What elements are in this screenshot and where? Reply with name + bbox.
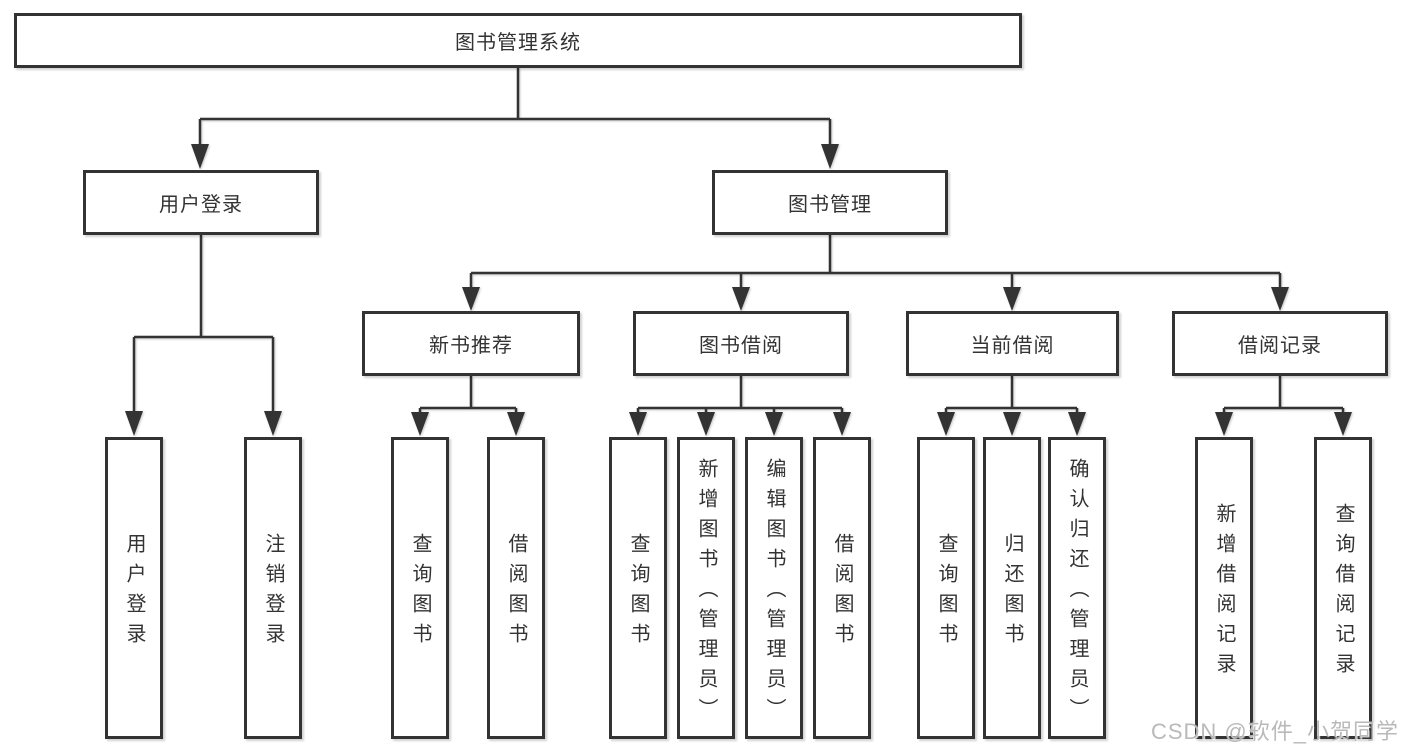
leaf-borrowing-borrow-book: 借阅图书 xyxy=(813,437,871,739)
leaf-label: 查询图书 xyxy=(935,533,957,653)
node-label: 用户登录 xyxy=(159,194,243,216)
leaf-current-confirm-return-admin: 确认归还（管理员） xyxy=(1048,437,1106,739)
leaf-newbook-borrow-book: 借阅图书 xyxy=(487,437,545,739)
node-label: 图书管理系统 xyxy=(455,32,581,54)
node-book-management: 图书管理 xyxy=(712,170,948,235)
leaf-borrowing-edit-book-admin: 编辑图书（管理员） xyxy=(745,437,803,739)
node-label: 借阅记录 xyxy=(1238,335,1322,357)
node-label: 当前借阅 xyxy=(970,335,1055,357)
leaf-user-login: 用户登录 xyxy=(105,437,163,739)
leaf-label: 归还图书 xyxy=(1001,533,1023,653)
connector-book-management-to-level3 xyxy=(462,235,1289,311)
leaf-logout-login: 注销登录 xyxy=(244,437,302,739)
connector-root-to-level2 xyxy=(191,68,839,169)
leaf-label: 确认归还（管理员） xyxy=(1066,458,1088,728)
node-new-book-recommendation: 新书推荐 xyxy=(362,311,580,376)
leaf-label: 注销登录 xyxy=(262,533,284,653)
leaf-label: 查询借阅记录 xyxy=(1332,503,1354,683)
leaf-label: 编辑图书（管理员） xyxy=(763,458,785,728)
node-borrowing-records: 借阅记录 xyxy=(1172,311,1388,376)
connector-current-borrowing-to-leaves xyxy=(937,376,1086,436)
leaf-label: 借阅图书 xyxy=(505,533,527,653)
leaf-label: 用户登录 xyxy=(123,533,145,653)
leaf-records-query-borrow-record: 查询借阅记录 xyxy=(1314,437,1372,739)
csdn-watermark: CSDN @软件_小贺同学 xyxy=(1150,719,1399,744)
node-user-login: 用户登录 xyxy=(83,170,319,235)
connector-borrow-records-to-leaves xyxy=(1215,376,1352,436)
leaf-records-add-borrow-record: 新增借阅记录 xyxy=(1195,437,1253,739)
node-label: 图书管理 xyxy=(788,194,872,216)
leaf-label: 新增借阅记录 xyxy=(1213,503,1235,683)
leaf-borrowing-add-book-admin: 新增图书（管理员） xyxy=(677,437,735,739)
node-current-borrowing: 当前借阅 xyxy=(906,311,1119,376)
leaf-current-query-book: 查询图书 xyxy=(917,437,975,739)
leaf-borrowing-query-book: 查询图书 xyxy=(609,437,667,739)
connector-book-borrowing-to-leaves xyxy=(629,376,851,436)
node-label: 图书借阅 xyxy=(699,335,783,357)
node-label: 新书推荐 xyxy=(429,335,513,357)
connector-user-login-to-leaves xyxy=(125,235,282,436)
connector-new-book-to-leaves xyxy=(411,376,525,436)
leaf-current-return-book: 归还图书 xyxy=(983,437,1041,739)
leaf-label: 新增图书（管理员） xyxy=(695,458,717,728)
leaf-label: 查询图书 xyxy=(627,533,649,653)
leaf-newbook-query-book: 查询图书 xyxy=(391,437,449,739)
leaf-label: 查询图书 xyxy=(409,533,431,653)
node-library-management-system: 图书管理系统 xyxy=(14,13,1022,68)
node-book-borrowing: 图书借阅 xyxy=(633,311,849,376)
leaf-label: 借阅图书 xyxy=(831,533,853,653)
